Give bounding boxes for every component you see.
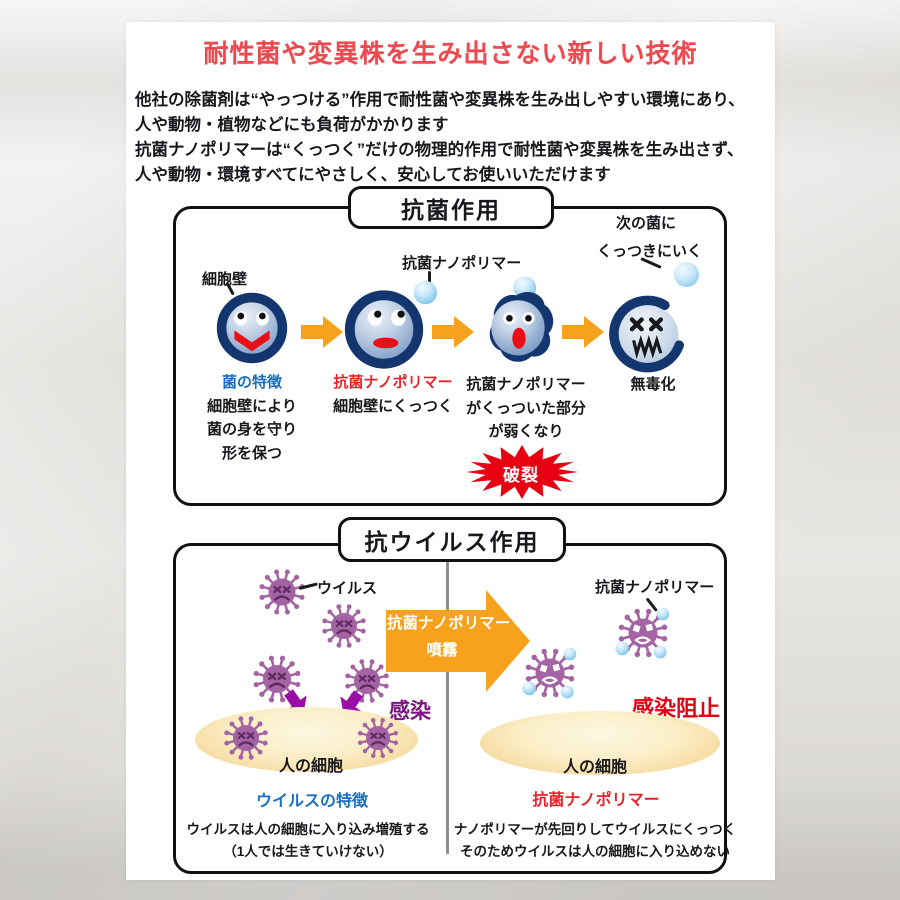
bacterium-neutralized-icon [608, 294, 688, 374]
step-line: 菌の身を守り [206, 421, 297, 438]
step-arrow-icon [432, 316, 474, 348]
step-heading: 無毒化 [630, 376, 676, 393]
step-line: 細胞壁により [207, 397, 297, 415]
cell-wall-label: 細胞壁 [202, 271, 248, 288]
human-cell-label-right: 人の細胞 [562, 759, 627, 776]
right-description-line: ナノポリマーが先回りしてウイルスにくっつく [453, 822, 737, 837]
spray-arrow-label-1: 抗菌ナノポリマー [387, 615, 511, 632]
virus-icon [318, 600, 370, 652]
left-description-line: ウイルスは人の細胞に入り込み増殖する [186, 822, 430, 837]
human-cell-label-left: 人の細胞 [278, 758, 343, 775]
virus-icon [354, 714, 402, 762]
step-1-caption: 菌の特徴 細胞壁により 菌の身を守り 形を保つ [196, 371, 308, 465]
polymer-droplet-icon [674, 262, 699, 287]
virus-icon [249, 651, 305, 707]
nanopolymer-label: 抗菌ナノポリマー [402, 255, 522, 272]
human-cell-right [480, 711, 720, 775]
next-germ-label-2: くっつきにいく [597, 243, 703, 260]
virus-with-polymer-icon [521, 644, 579, 702]
bacterium-polymer-attached-icon [344, 280, 440, 370]
step-2-caption: 抗菌ナノポリマー 細胞壁にくっつく [330, 371, 456, 418]
nanopolymer-heading: 抗菌ナノポリマー [532, 792, 660, 809]
divider [446, 562, 449, 854]
virus-icon [220, 712, 272, 764]
virus-trait-heading: ウイルスの特徴 [255, 793, 368, 810]
intro-line: 他社の除菌剤は“やっつける”作用で耐性菌や変異株を生み出しやすい環境にあり、 [135, 91, 745, 109]
intro-line: 抗菌ナノポリマーは“くっつく”だけの物理的作用で耐性菌や変異株を生み出さず、 [135, 141, 744, 159]
pointer-line [428, 271, 431, 290]
right-description-line: そのためウイルスは人の細胞に入り込めない [460, 844, 730, 859]
virus-icon [255, 565, 309, 619]
step-heading: 菌の特徴 [221, 374, 282, 391]
nanopolymer-label-right: 抗菌ナノポリマー [595, 579, 715, 596]
bacterium-weakened-icon [478, 276, 558, 372]
antibacterial-box-title: 抗菌作用 [348, 186, 554, 229]
step-line: がくっついた部分 [465, 399, 586, 417]
burst-label: 破裂 [503, 466, 539, 485]
virus-label: ウイルス [317, 580, 378, 597]
virus-icon [341, 655, 393, 707]
step-arrow-icon [562, 316, 604, 348]
step-4-caption: 無毒化 [600, 373, 706, 397]
next-germ-label-1: 次の菌に [616, 215, 677, 232]
step-line: 形を保つ [221, 444, 282, 462]
antiviral-box-title: 抗ウイルス作用 [338, 517, 566, 562]
intro-line: 人や動物・環境すべてにやさしく、安心してお使いいただけます [135, 166, 611, 184]
bacterium-healthy-icon [212, 288, 292, 368]
step-heading: 抗菌ナノポリマー [333, 374, 453, 391]
step-line: が弱くなり [488, 423, 564, 440]
step-line: 細胞壁にくっつく [333, 397, 453, 415]
intro-paragraph: 他社の除菌剤は“やっつける”作用で耐性菌や変異株を生み出しやすい環境にあり、 人… [135, 88, 771, 188]
spray-arrow-label-2: 噴霧 [426, 642, 458, 659]
step-arrow-icon [301, 316, 343, 348]
step-heading: 抗菌ナノポリマー [466, 376, 586, 393]
infection-label: 感染 [389, 700, 431, 723]
intro-line: 人や動物・植物などにも負荷がかかります [135, 116, 449, 134]
virus-with-polymer-icon [614, 604, 672, 662]
page-title: 耐性菌や変異株を生み出さない新しい技術 [203, 40, 698, 68]
burst-badge [464, 443, 580, 501]
step-3-caption: 抗菌ナノポリマー がくっついた部分 が弱くなり [462, 373, 590, 444]
left-description-line: （1人では生きていけない） [223, 844, 393, 859]
spray-arrow-icon [386, 590, 530, 692]
